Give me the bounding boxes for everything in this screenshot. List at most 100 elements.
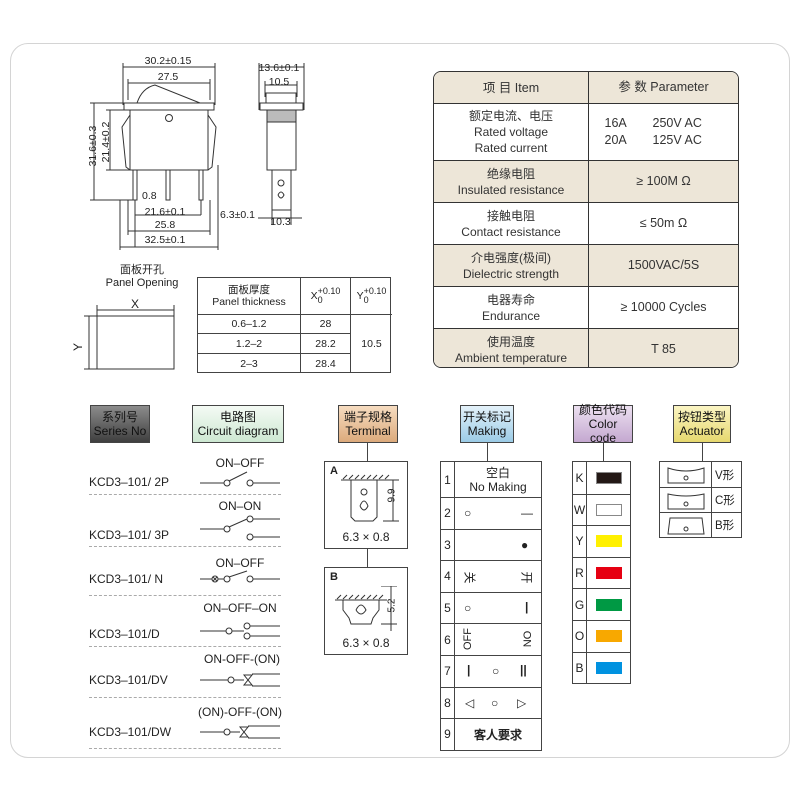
circuit-diagram-on-off-on: [200, 622, 280, 640]
making-5-right: |: [525, 599, 529, 614]
terminal-a-tag: A: [330, 465, 338, 477]
color-swatch-white: [595, 503, 622, 516]
color-row-y: Y: [573, 525, 630, 557]
actuator-v-icon: [667, 467, 705, 484]
spec-rated-voltage-2: 125V AC: [652, 133, 702, 147]
connector-making: [487, 443, 489, 461]
making-8-right: ▷: [517, 695, 527, 710]
pt-header-y-label: Y: [356, 290, 364, 302]
circuit-diagram-on-on: [200, 515, 280, 541]
pt-header-y-tol-plus: +0.10: [363, 286, 387, 296]
connector-terminal: [367, 443, 369, 461]
circuit-diagram-on-off: [200, 471, 280, 487]
spec-header-param: 参 数 Parameter: [618, 80, 709, 94]
color-code-label: K: [573, 462, 587, 494]
spec-table: 项 目 Item 参 数 Parameter 额定电流、电压 Rated vol…: [433, 71, 739, 368]
color-swatch-red: [595, 567, 622, 580]
making-6-right: ON: [520, 631, 533, 648]
dim-top-outer: 30.2±0.15: [144, 55, 192, 67]
making-2-left: ○: [464, 506, 472, 520]
making-4-right: 开: [519, 571, 534, 584]
header-series-en: Series No: [93, 424, 147, 438]
panel-opening-title-cn: 面板开孔: [120, 264, 164, 276]
circuit-label-6: (ON)-OFF-(ON): [198, 705, 282, 719]
panel-opening-title: 面板开孔 Panel Opening: [92, 264, 192, 290]
making-2-right: —: [521, 506, 533, 520]
series-model-3: KCD3–101/ N: [89, 572, 164, 586]
terminal-b: B 5.2 6.3 × 0.8: [324, 567, 408, 655]
series-model-2: KCD3–101/ 3P: [89, 528, 170, 542]
header-making-en: Making: [467, 424, 507, 438]
color-row-r: R: [573, 556, 630, 589]
series-model-1: KCD3–101/ 2P: [89, 475, 170, 489]
spec-contact-en: Contact resistance: [461, 224, 561, 239]
header-circuit-cn: 电路图: [219, 410, 256, 424]
divider: [89, 697, 281, 698]
header-series: 系列号 Series No: [90, 405, 150, 443]
spec-row-dielectric: 介电强度(极间)Dielectric strength 1500VAC/5S: [434, 244, 738, 286]
making-row-5: 5 ○|: [441, 591, 541, 624]
header-color-cn: 颜色代码: [578, 403, 627, 417]
actuator-b-label: B形: [715, 520, 735, 532]
making-row-number: 2: [441, 498, 455, 529]
pt-row-2-x: 28.2: [301, 334, 351, 354]
terminal-b-size: 6.3 × 0.8: [342, 636, 390, 650]
header-circuit: 电路图 Circuit diagram: [192, 405, 284, 443]
spec-dielectric-cn: 介电强度(极间): [471, 250, 551, 265]
color-row-b: B: [573, 651, 630, 684]
dim-pin-width: 0.8: [142, 190, 157, 202]
connector-actuator: [702, 443, 704, 461]
terminal-a-drawing: [341, 474, 399, 522]
actuator-c-icon: [667, 493, 705, 510]
spec-contact-cn: 接触电阻: [486, 208, 535, 223]
spec-rated-cn: 额定电流、电压: [468, 109, 553, 123]
page-frame: [10, 43, 790, 758]
spec-endurance-cn: 电器寿命: [486, 292, 535, 307]
divider: [89, 595, 281, 596]
actuator-table: V形 C形 B形: [659, 461, 742, 538]
header-making-cn: 开关标记: [462, 410, 511, 424]
circuit-diagram-momentary-both: [200, 725, 280, 739]
making-1-en: No Making: [469, 479, 527, 494]
spec-endurance-value: ≥ 10000 Cycles: [620, 300, 707, 314]
color-row-k: K: [573, 462, 630, 494]
circuit-diagram-on-off-lamp: [200, 570, 280, 583]
pt-header-y-tol-minus: 0: [363, 295, 369, 305]
making-7-left: |: [467, 662, 471, 677]
side-view-drawing: [258, 63, 305, 225]
spec-insulation-value: ≥ 100M Ω: [636, 174, 691, 188]
header-circuit-en: Circuit diagram: [197, 424, 279, 438]
panel-opening-drawing: [84, 305, 175, 370]
pt-header-thickness: 面板厚度 Panel thickness: [198, 278, 301, 315]
spec-insulation-cn: 绝缘电阻: [486, 166, 535, 181]
pt-header-thickness-en: Panel thickness: [212, 296, 286, 308]
making-3-right: ●: [521, 537, 529, 552]
spec-temperature-en: Ambient temperature: [454, 350, 568, 365]
making-8-mid: ○: [491, 695, 499, 710]
color-code-label: O: [573, 620, 587, 652]
color-swatch-black: [595, 471, 622, 484]
header-making: 开关标记 Making: [460, 405, 514, 443]
making-row-number: 6: [441, 624, 455, 655]
header-terminal: 端子规格 Terminal: [338, 405, 398, 443]
side-dim-terminal-width: 6.3±0.1: [220, 209, 255, 221]
making-row-1: 1 空白 No Making: [441, 462, 541, 497]
spec-rated-en2: Rated current: [474, 141, 548, 155]
making-row-number: 9: [441, 719, 455, 750]
terminal-a-size: 6.3 × 0.8: [342, 530, 390, 544]
header-terminal-en: Terminal: [345, 424, 391, 438]
spec-temperature-cn: 使用温度: [486, 334, 535, 349]
connector-terminal-ab: [367, 549, 369, 567]
spec-dielectric-en: Dielectric strength: [462, 266, 560, 281]
terminal-b-tag: B: [330, 571, 338, 583]
actuator-row-c: C形: [660, 487, 741, 512]
dim-body-height: 21.4±0.2: [100, 121, 112, 163]
dim-pin-span-outer: 25.8: [154, 219, 176, 231]
pt-row-3-x: 28.4: [301, 354, 351, 373]
pt-header-x-tol-plus: +0.10: [317, 286, 341, 296]
panel-y-label: Y: [71, 342, 86, 352]
making-7-mid: ○: [492, 663, 500, 678]
